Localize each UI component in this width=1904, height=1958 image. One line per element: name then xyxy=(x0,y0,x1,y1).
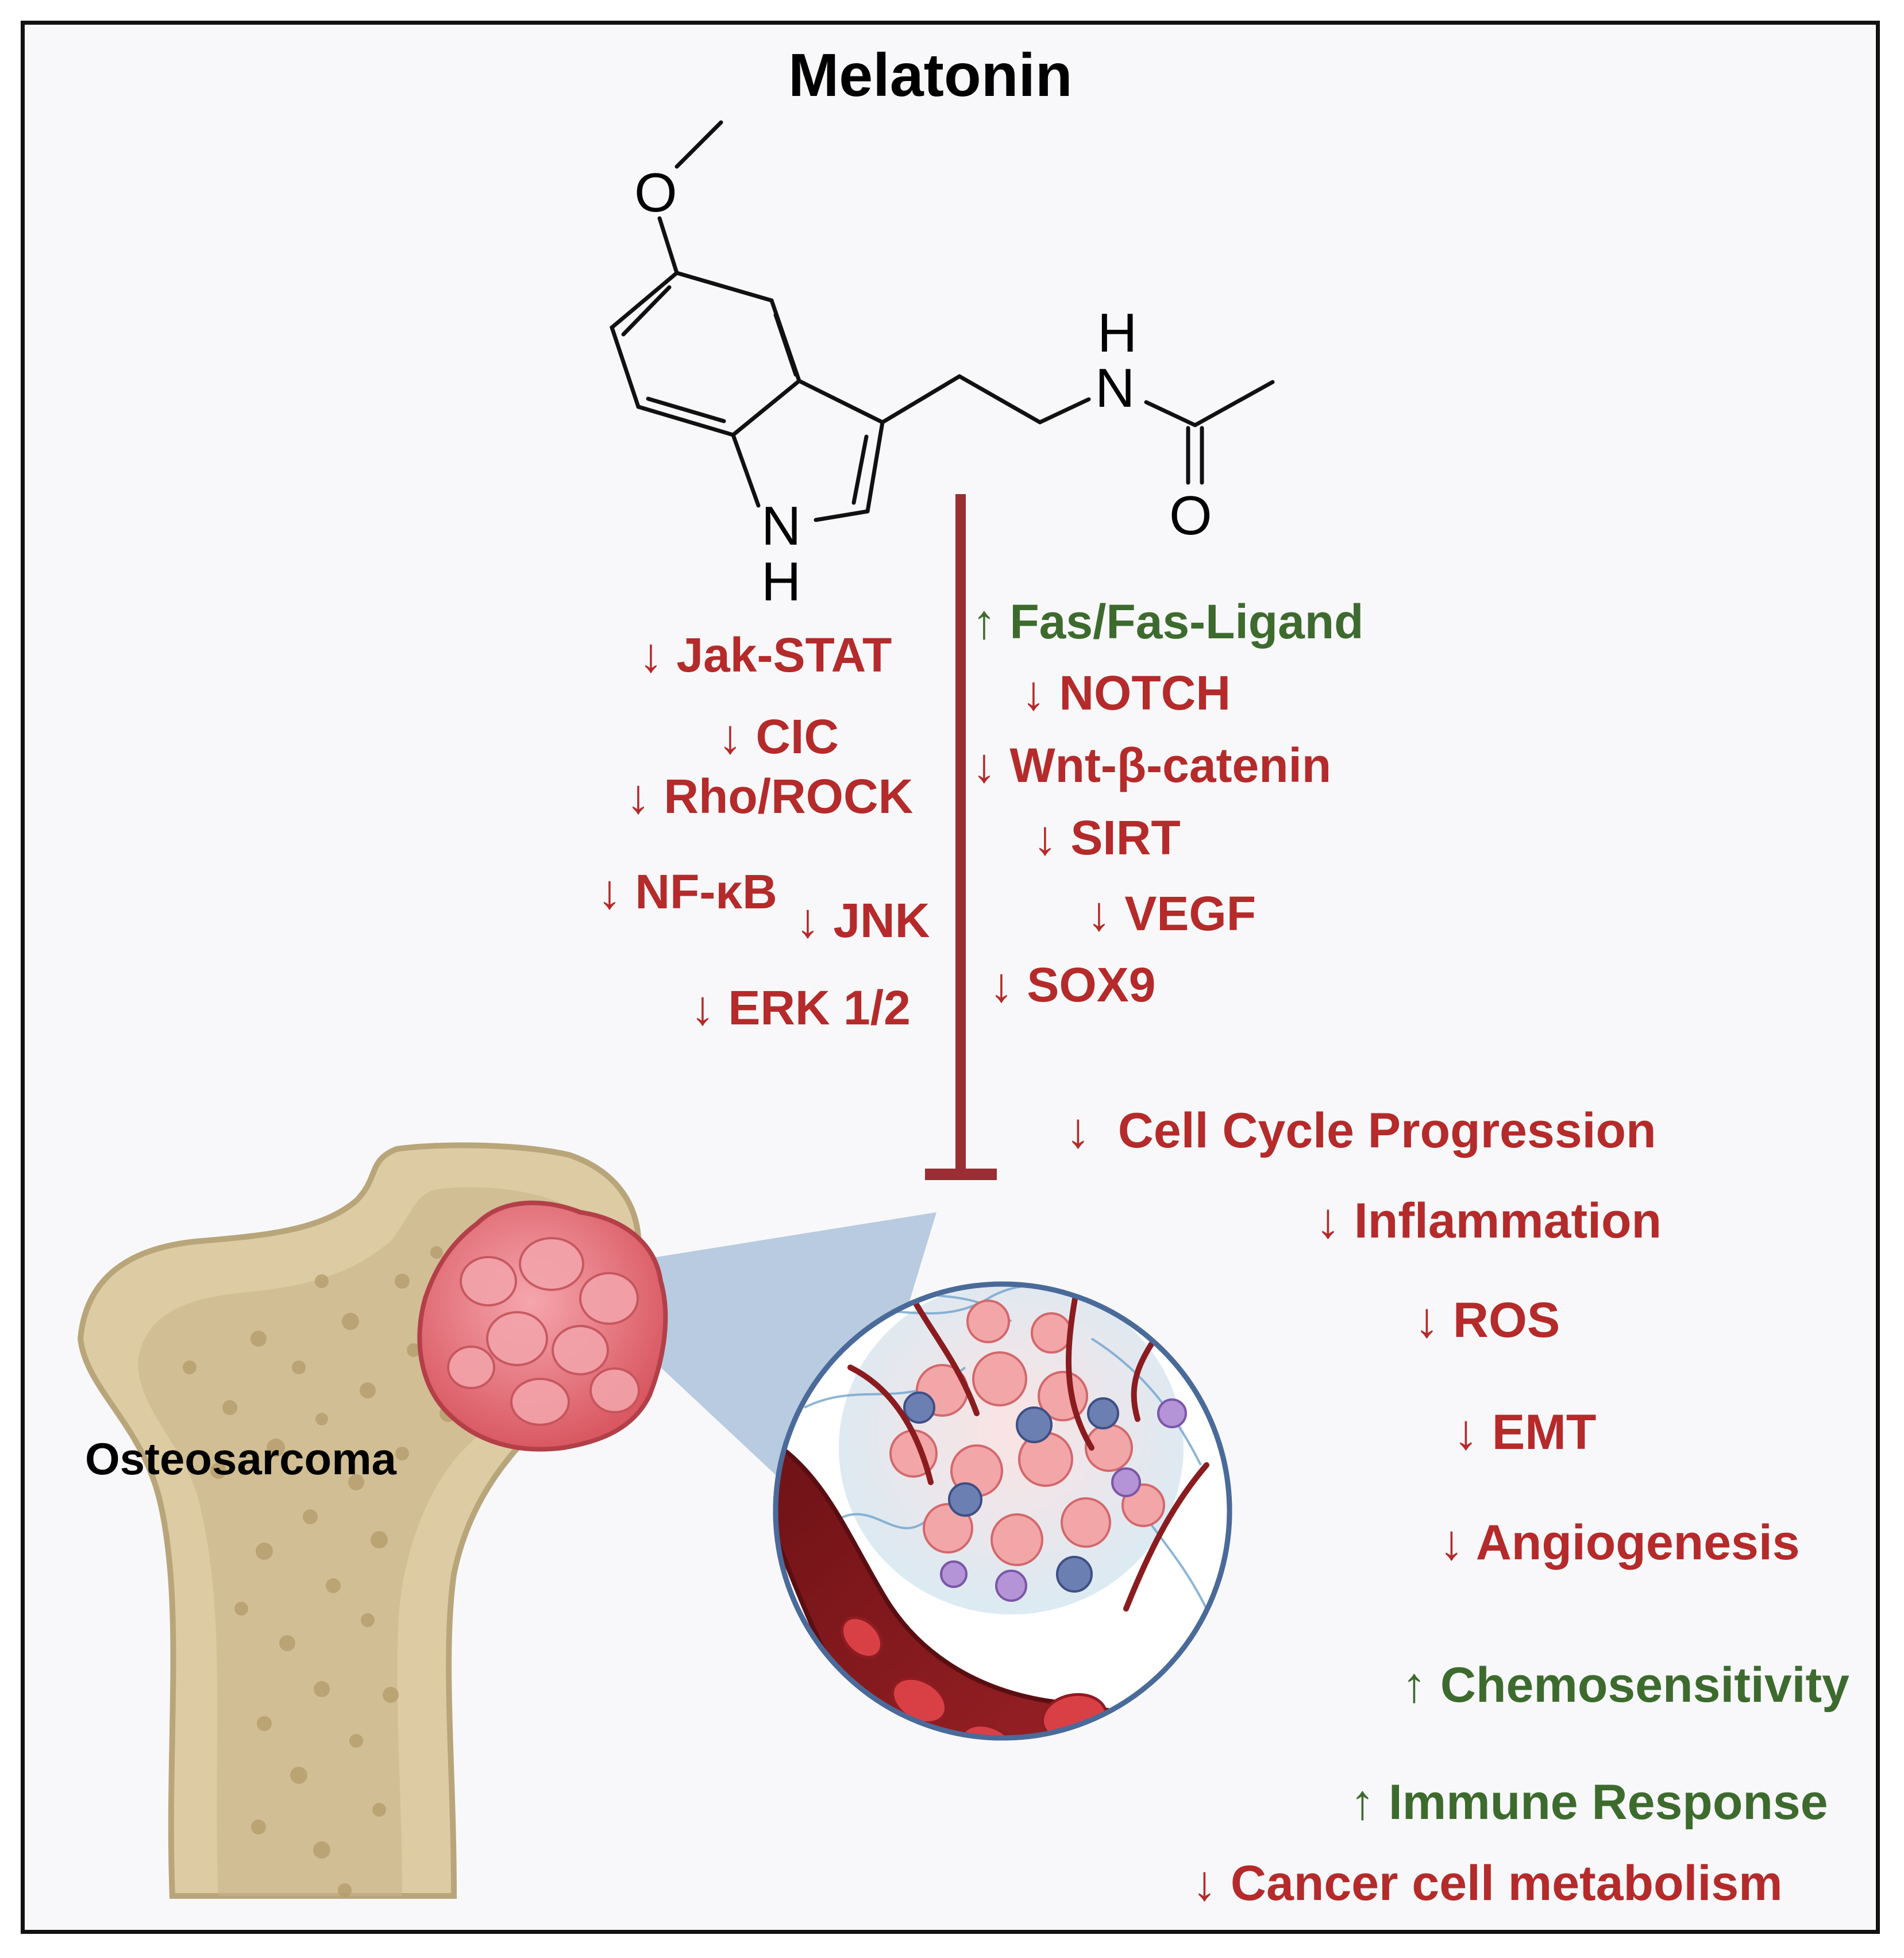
down-arrow-icon: ↓ xyxy=(1022,666,1046,720)
down-arrow-icon: ↓ xyxy=(1066,1103,1090,1158)
inhibition-arrow xyxy=(925,494,997,1180)
down-arrow-icon: ↓ xyxy=(1414,1293,1439,1348)
down-arrow-icon: ↓ xyxy=(1439,1515,1464,1570)
effect-immune-response: ↑ Immune Response xyxy=(1350,1775,1828,1830)
zoom-cone xyxy=(649,1212,936,1534)
melatonin-structure xyxy=(609,120,1275,522)
indole-nitrogen-atom: N xyxy=(761,495,801,557)
down-arrow-icon: ↓ xyxy=(718,710,742,764)
effect-inflammation: ↓ Inflammation xyxy=(1316,1193,1662,1248)
down-arrow-icon: ↓ xyxy=(972,738,996,792)
pathway-jak-stat: ↓ Jak-STAT xyxy=(639,628,892,682)
effect-angiogenesis: ↓ Angiogenesis xyxy=(1439,1515,1800,1570)
pathway-cic: ↓ CIC xyxy=(718,710,839,764)
diagram-title: Melatonin xyxy=(788,41,1073,109)
pathway-sirt: ↓ SIRT xyxy=(1033,811,1181,865)
pathway-vegf: ↓ VEGF xyxy=(1087,887,1257,941)
up-arrow-icon: ↑ xyxy=(1350,1775,1375,1830)
amide-nitrogen-atom: N xyxy=(1095,357,1135,419)
pathway-nf-kb: ↓ NF-κB xyxy=(598,865,777,919)
up-arrow-icon: ↑ xyxy=(1402,1658,1427,1713)
tumor-mass xyxy=(417,1200,668,1452)
pathway-notch: ↓ NOTCH xyxy=(1022,666,1231,720)
pathway-fas-fas-ligand: ↑ Fas/Fas-Ligand xyxy=(972,595,1364,649)
carbonyl-oxygen-atom: O xyxy=(1169,485,1212,546)
down-arrow-icon: ↓ xyxy=(1192,1856,1217,1911)
effect-cancer-cell-metabolism: ↓ Cancer cell metabolism xyxy=(1192,1856,1783,1911)
down-arrow-icon: ↓ xyxy=(626,769,650,823)
tumor-microenvironment xyxy=(773,1281,1232,1741)
up-arrow-icon: ↑ xyxy=(972,595,996,649)
pathway-rho-rock: ↓ Rho/ROCK xyxy=(626,769,914,823)
down-arrow-icon: ↓ xyxy=(598,865,622,919)
down-arrow-icon: ↓ xyxy=(1454,1405,1478,1460)
down-arrow-icon: ↓ xyxy=(1087,887,1111,941)
down-arrow-icon: ↓ xyxy=(1033,811,1057,865)
pathway-wnt-beta-catenin: ↓ Wnt-β-catenin xyxy=(972,738,1332,792)
down-arrow-icon: ↓ xyxy=(989,958,1013,1012)
down-arrow-icon: ↓ xyxy=(639,628,663,682)
effect-cell-cycle-progression: ↓ Cell Cycle Progression xyxy=(1066,1103,1656,1158)
osteosarcoma-label: Osteosarcoma xyxy=(85,1433,396,1484)
effect-ros: ↓ ROS xyxy=(1414,1293,1560,1348)
effect-emt: ↓ EMT xyxy=(1454,1405,1597,1460)
down-arrow-icon: ↓ xyxy=(796,893,820,947)
down-arrow-icon: ↓ xyxy=(691,981,715,1035)
pathway-erk: ↓ ERK 1/2 xyxy=(691,981,911,1035)
down-arrow-icon: ↓ xyxy=(1316,1193,1340,1248)
amide-hydrogen-atom: H xyxy=(1097,302,1138,364)
effect-chemosensitivity: ↑ Chemosensitivity xyxy=(1402,1658,1850,1713)
pathway-jnk: ↓ JNK xyxy=(796,893,930,947)
indole-hydrogen-atom: H xyxy=(761,551,801,612)
methoxy-oxygen-atom: O xyxy=(634,162,677,223)
pathway-sox9: ↓ SOX9 xyxy=(989,958,1156,1012)
